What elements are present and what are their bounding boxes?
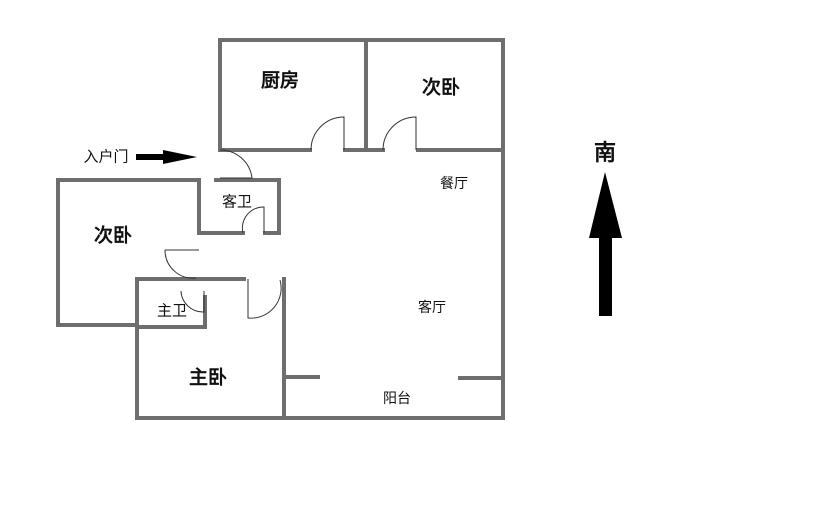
master-bedroom-wall	[135, 277, 505, 420]
room-label-bedroom-west: 次卧	[93, 224, 133, 247]
room-label-guest-bath: 客卫	[221, 192, 253, 211]
entrance-label: 入户门	[83, 147, 129, 166]
compass-label: 南	[593, 141, 617, 166]
room-label-master-bedroom: 主卧	[188, 366, 228, 389]
door-swings	[164, 116, 417, 319]
balcony-wall	[282, 375, 502, 380]
room-label-kitchen: 厨房	[260, 69, 300, 92]
bedroom-north-wall	[364, 38, 505, 420]
kitchen-wall	[218, 38, 368, 152]
compass-arrow-icon	[589, 172, 622, 316]
master-bath-wall	[135, 277, 207, 329]
bedroom-west-wall	[56, 178, 201, 327]
entrance-arrow-icon	[136, 150, 197, 164]
room-label-balcony: 阳台	[383, 391, 411, 407]
room-label-master-bath: 主卫	[156, 301, 188, 320]
room-label-living: 客厅	[418, 300, 446, 316]
guest-bath-wall	[197, 178, 281, 235]
room-label-dining: 餐厅	[440, 176, 468, 192]
room-label-bedroom-north: 次卧	[421, 76, 461, 99]
